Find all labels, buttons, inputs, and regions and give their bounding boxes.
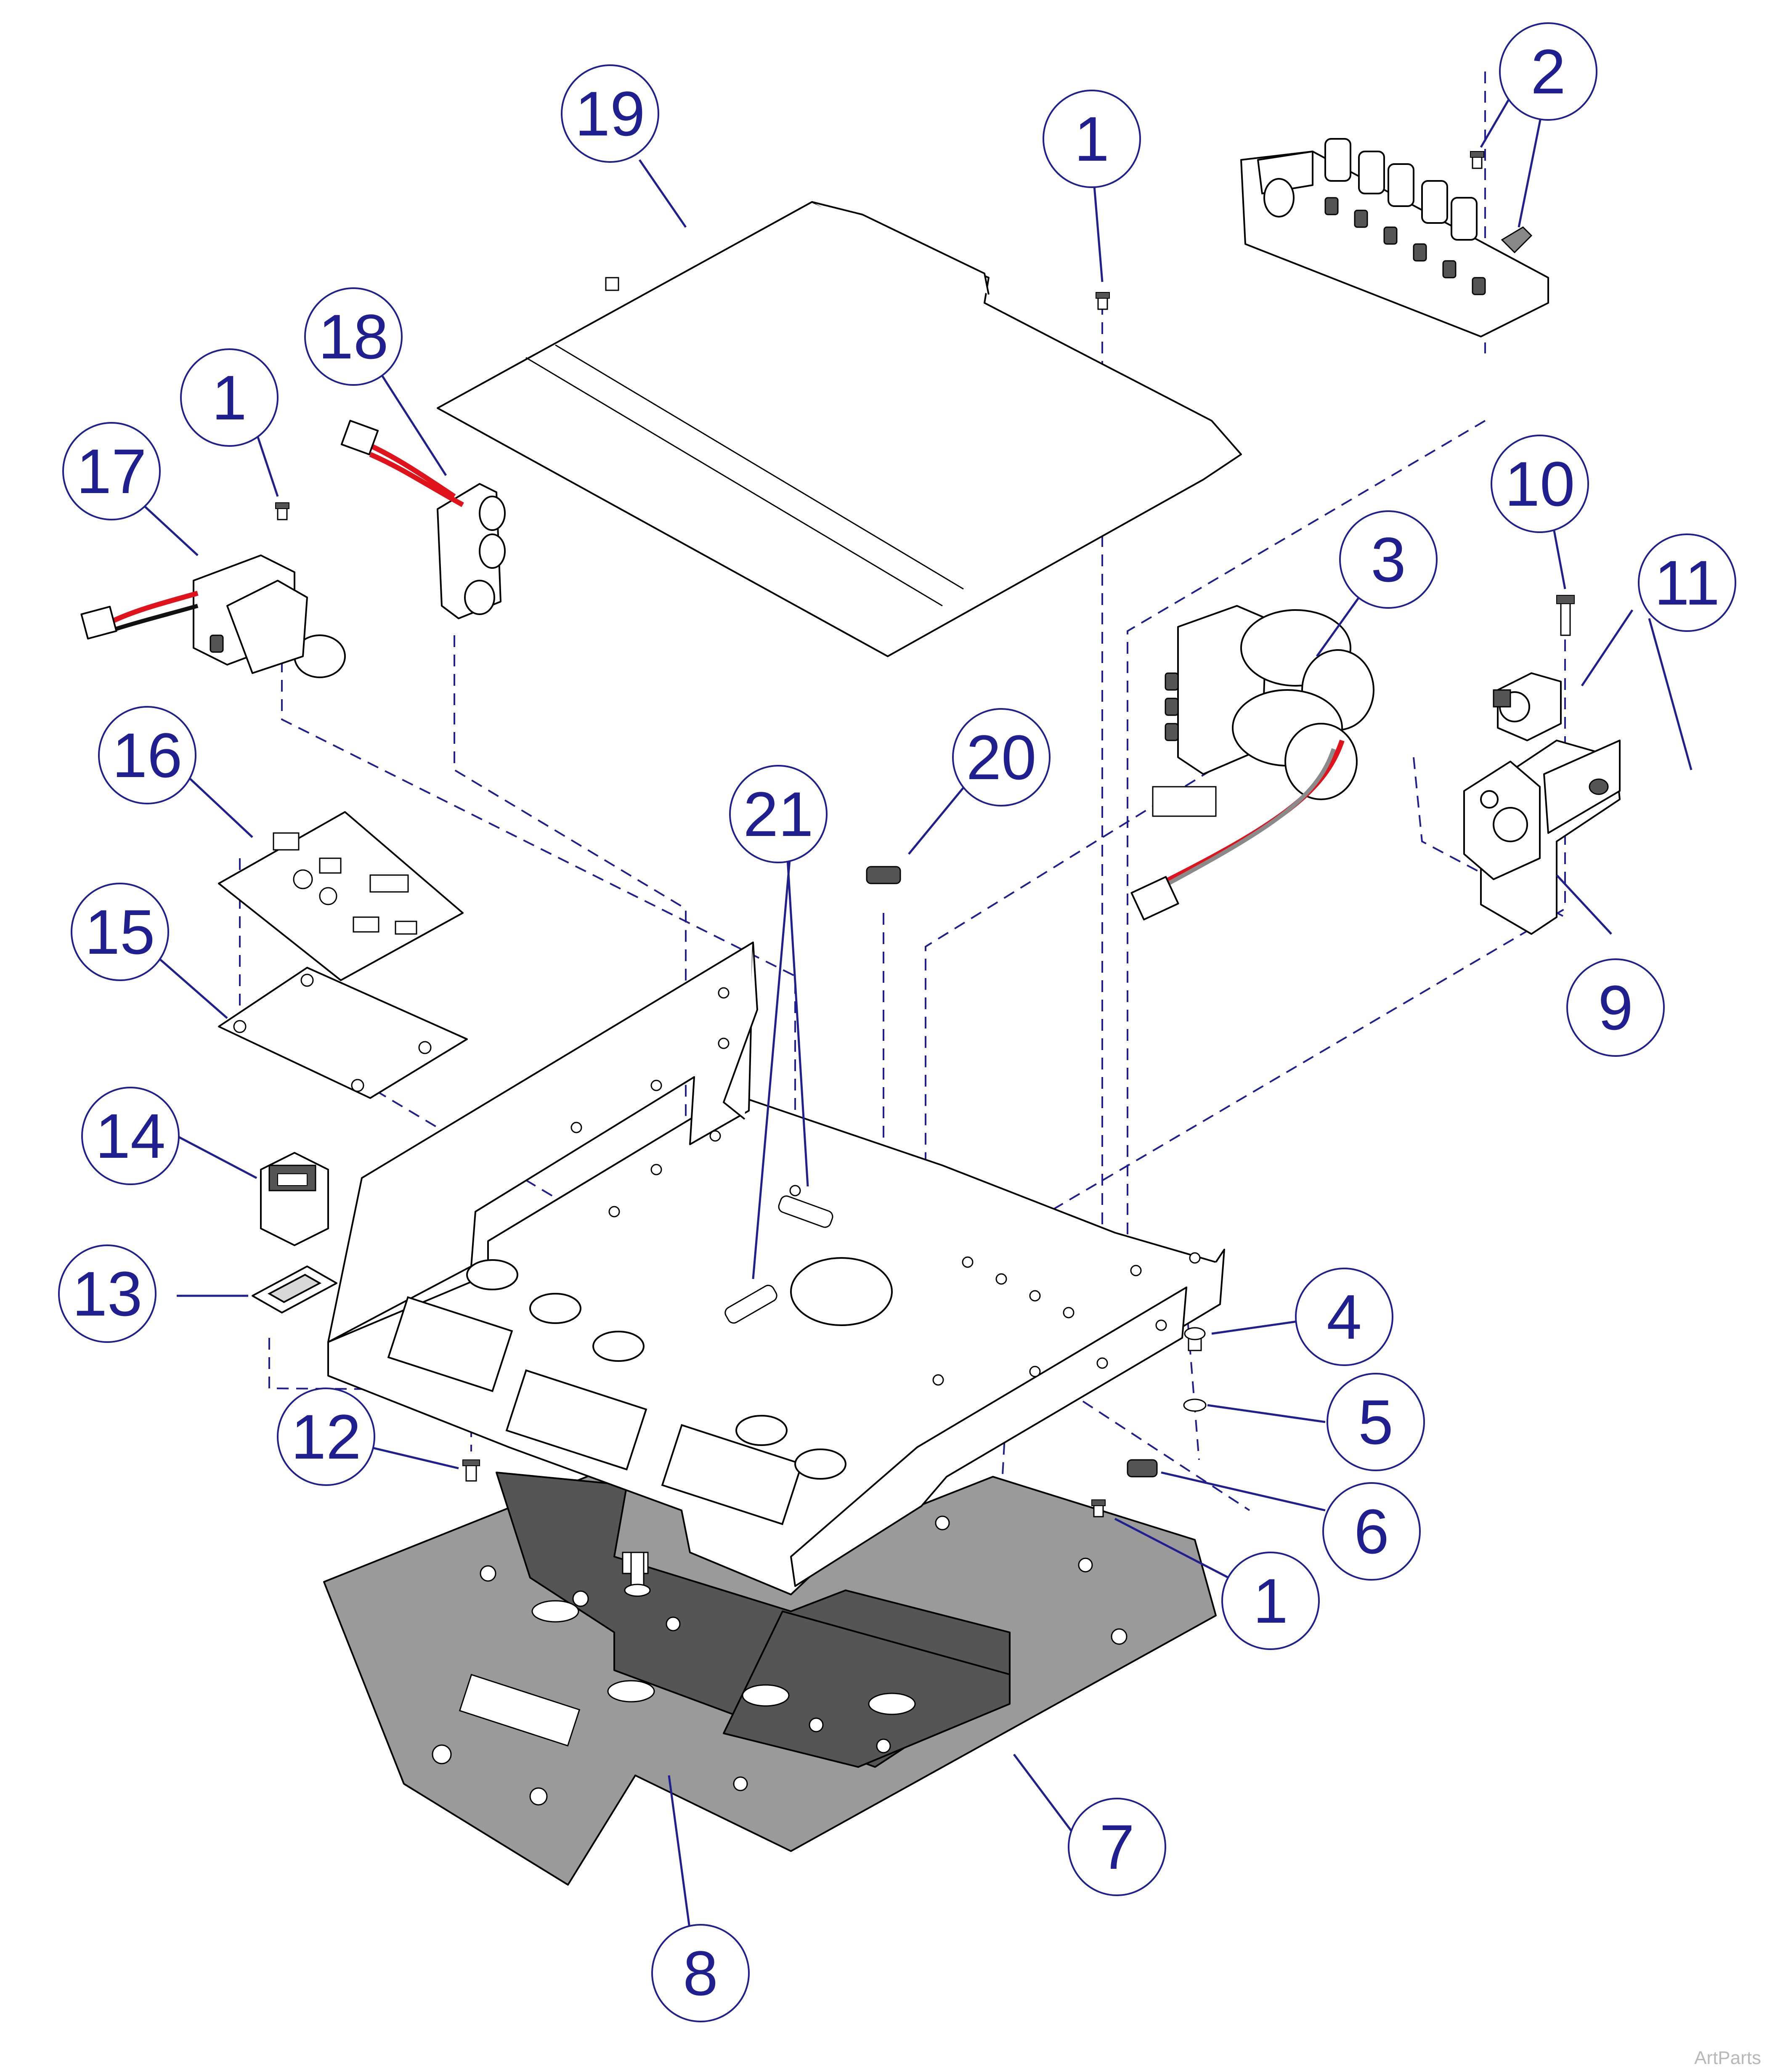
svg-text:4: 4 bbox=[1327, 1281, 1361, 1352]
top-mounting-plate bbox=[327, 942, 1225, 1595]
svg-text:9: 9 bbox=[1598, 972, 1633, 1043]
regulator-and-nut bbox=[1493, 672, 1609, 795]
screw-icon bbox=[1184, 1327, 1206, 1351]
callout-2: 2 bbox=[1499, 22, 1597, 121]
svg-text:10: 10 bbox=[1505, 448, 1575, 519]
svg-text:12: 12 bbox=[291, 1401, 361, 1472]
svg-text:2: 2 bbox=[1531, 36, 1565, 107]
regulator-bracket-assembly bbox=[1463, 740, 1621, 935]
svg-text:11: 11 bbox=[1654, 547, 1720, 618]
callout-6: 6 bbox=[1322, 1482, 1421, 1581]
callout-1: 1 bbox=[1221, 1552, 1320, 1650]
solenoid-valve-assembly bbox=[1130, 605, 1374, 921]
svg-text:1: 1 bbox=[1074, 103, 1109, 174]
screws-and-fittings bbox=[275, 151, 1575, 1597]
svg-text:16: 16 bbox=[112, 720, 183, 791]
svg-text:18: 18 bbox=[318, 301, 389, 372]
screw-icon bbox=[275, 502, 289, 520]
cover bbox=[437, 201, 1242, 657]
screw-icon bbox=[1470, 151, 1484, 169]
callout-1: 1 bbox=[1043, 90, 1141, 188]
fitting-icon bbox=[1127, 1459, 1158, 1478]
svg-text:6: 6 bbox=[1354, 1496, 1389, 1567]
solenoid-valve bbox=[80, 554, 346, 678]
svg-text:8: 8 bbox=[683, 1938, 718, 2008]
callout-8: 8 bbox=[651, 1924, 750, 2022]
callout-3: 3 bbox=[1339, 510, 1438, 609]
insulator-sheet bbox=[218, 967, 468, 1099]
callout-18: 18 bbox=[304, 287, 403, 386]
gasket bbox=[252, 1265, 337, 1313]
svg-text:15: 15 bbox=[85, 897, 155, 967]
callout-4: 4 bbox=[1295, 1268, 1393, 1366]
callout-11: 11 bbox=[1638, 533, 1736, 632]
screw-icon bbox=[462, 1459, 480, 1482]
base-plate bbox=[323, 1472, 1217, 1886]
callout-21: 21 bbox=[729, 765, 828, 863]
circuit-board bbox=[218, 811, 464, 981]
leader-lines bbox=[142, 96, 1693, 1931]
callouts: 19 1 2 18 1 17 10 3 11 16 20 21 15 9 14 … bbox=[58, 22, 1736, 2022]
callout-10: 10 bbox=[1491, 435, 1589, 533]
callout-7: 7 bbox=[1068, 1798, 1166, 1896]
callout-16: 16 bbox=[98, 706, 196, 804]
svg-text:3: 3 bbox=[1371, 524, 1406, 595]
callout-17: 17 bbox=[62, 422, 161, 520]
svg-text:21: 21 bbox=[743, 779, 814, 849]
watermark: ArtParts bbox=[1694, 2048, 1761, 2068]
valve-with-harness bbox=[340, 419, 506, 619]
svg-text:13: 13 bbox=[72, 1258, 143, 1329]
callout-13: 13 bbox=[58, 1244, 157, 1343]
callout-9: 9 bbox=[1566, 958, 1665, 1057]
callout-5: 5 bbox=[1327, 1373, 1425, 1471]
stud-icon bbox=[624, 1552, 651, 1597]
svg-text:19: 19 bbox=[575, 78, 645, 149]
check-valve-icon bbox=[778, 1195, 833, 1228]
svg-text:1: 1 bbox=[212, 362, 247, 433]
svg-text:7: 7 bbox=[1099, 1812, 1134, 1882]
screw-icon bbox=[1091, 1499, 1106, 1518]
svg-text:1: 1 bbox=[1253, 1565, 1288, 1636]
screw-icon bbox=[1556, 595, 1575, 636]
check-valve-icon bbox=[724, 1284, 777, 1324]
svg-text:17: 17 bbox=[77, 436, 147, 507]
callout-19: 19 bbox=[561, 64, 659, 163]
callout-20: 20 bbox=[952, 708, 1051, 807]
fitting-icon bbox=[866, 866, 901, 884]
valve-manifold-block bbox=[1240, 138, 1549, 337]
callout-15: 15 bbox=[71, 883, 169, 981]
switch-housing bbox=[260, 1152, 329, 1246]
svg-text:14: 14 bbox=[96, 1101, 166, 1171]
svg-text:20: 20 bbox=[966, 722, 1037, 793]
screw-icon bbox=[1096, 292, 1110, 310]
callout-12: 12 bbox=[277, 1388, 375, 1486]
washer-icon bbox=[1183, 1398, 1207, 1412]
callout-1: 1 bbox=[180, 348, 279, 447]
callout-14: 14 bbox=[81, 1087, 180, 1185]
svg-text:5: 5 bbox=[1358, 1387, 1393, 1457]
